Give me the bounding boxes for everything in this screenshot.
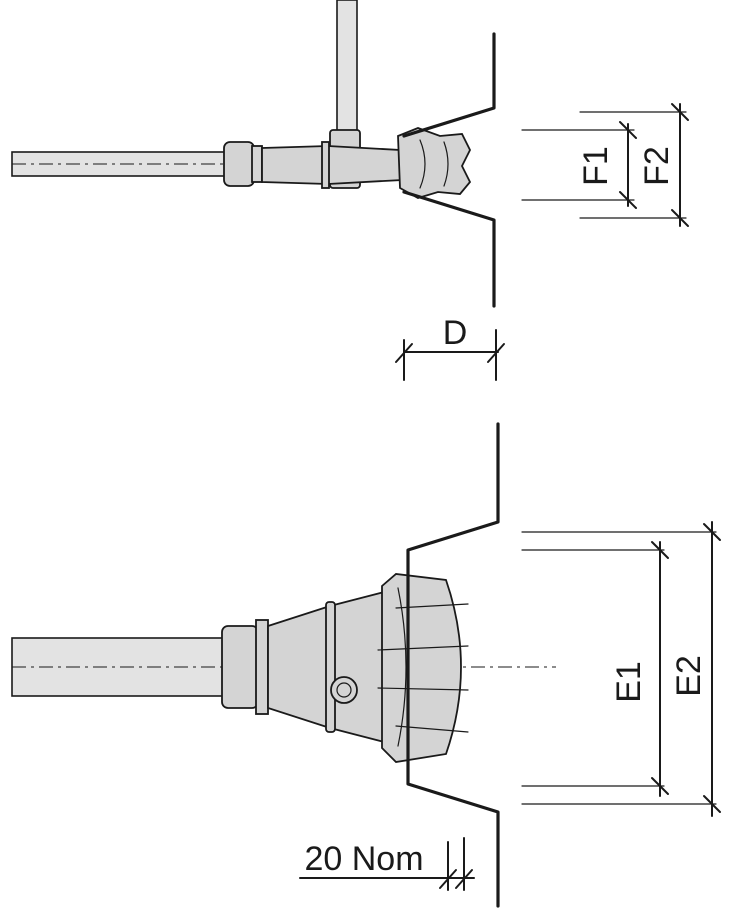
top-coupling-ring [251,145,263,183]
e1-tick-top [651,541,669,559]
nom-tick-right [455,869,473,889]
spray-line-2 [377,645,469,651]
bottom-deflector-edge [397,587,407,747]
top-nozzle-groove-2 [443,141,449,187]
top-vertical-pipe [336,0,358,136]
f1-tick-top [619,121,637,139]
e1-tick-bottom [651,777,669,795]
bottom-boss-hole [336,682,352,698]
bottom-boss [330,676,358,704]
top-body-band [321,141,330,189]
dimension-f: F1 F2 [521,103,689,227]
bottom-cone-band [325,601,336,733]
f2-tick-bottom [671,209,689,227]
label-f1: F1 [577,146,615,186]
bottom-coupling [221,625,259,709]
bottom-coupling-ring [255,619,269,715]
label-f2: F2 [638,146,676,186]
dimension-nom: 20 Nom [299,837,475,891]
bottom-ceiling-profile [406,422,500,908]
top-assembly [11,0,472,199]
dimension-d: D [395,314,505,381]
spray-line-3 [377,687,469,691]
top-ceiling-profile [402,32,496,308]
e2-tick-bottom [703,795,721,813]
label-e1: E1 [610,661,648,703]
nom-tick-left [439,869,457,889]
f2-tick-top [671,103,689,121]
dimension-e: E1 E2 [521,521,721,817]
d-tick-right [487,343,505,363]
top-nozzle-head [397,127,472,199]
d-tick-left [395,343,413,363]
top-coupling [223,141,255,187]
label-d: D [443,314,468,352]
label-nom: 20 Nom [304,840,423,878]
f1-tick-bottom [619,191,637,209]
top-nozzle-groove [419,139,426,189]
label-e2: E2 [670,655,708,697]
top-body [261,145,403,185]
e2-tick-top [703,523,721,541]
bottom-deflector [381,573,462,763]
bottom-assembly [11,573,556,763]
